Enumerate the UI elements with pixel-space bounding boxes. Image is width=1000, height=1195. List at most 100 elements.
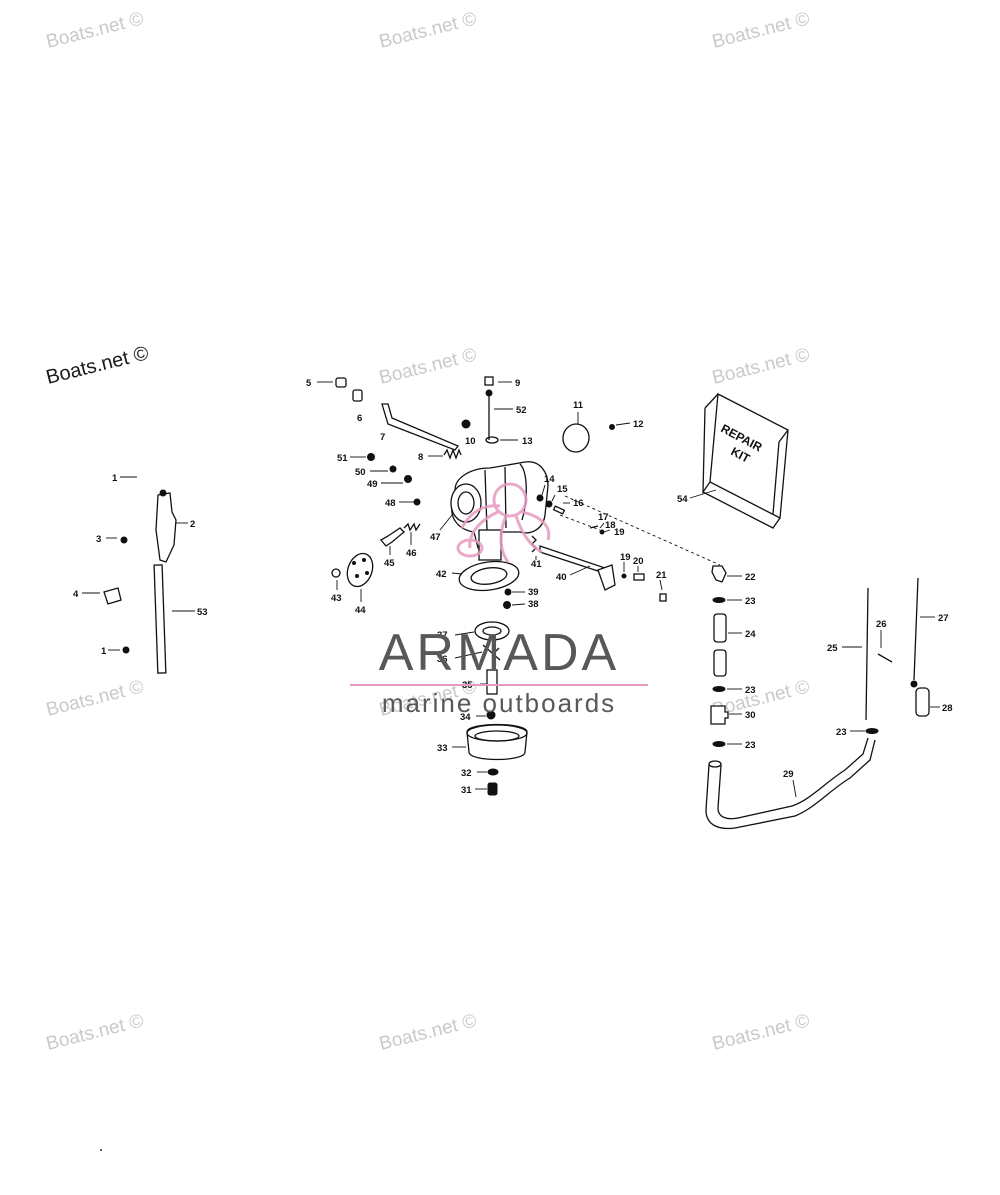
carburetor-inlet-inner	[457, 491, 475, 515]
part-label: 48	[385, 498, 396, 509]
part-label: 54	[677, 494, 688, 505]
part-17-pin	[589, 525, 599, 529]
part-label: 9	[515, 378, 520, 389]
part-label: 27	[938, 613, 949, 624]
part-label: 25	[827, 643, 838, 654]
part-10-screw	[461, 419, 471, 429]
part-9-cap	[484, 376, 494, 386]
part-label: 40	[556, 572, 567, 583]
part-label: 45	[384, 558, 395, 569]
watermark: Boats.net ©	[377, 1010, 479, 1054]
brand-name: ARMADA	[379, 624, 619, 682]
part-label: 19	[614, 527, 625, 538]
part-29-fuel-hose	[705, 739, 876, 830]
part-label: 14	[544, 474, 555, 485]
brand-tagline: marine outboards	[382, 688, 616, 718]
fuel-line-assembly	[705, 565, 940, 830]
part-24-hose	[713, 649, 727, 677]
part-53-link-rod	[153, 564, 167, 674]
part-label: 22	[745, 572, 756, 583]
part-label: 23	[745, 740, 756, 751]
part-42-gasket-inner	[470, 567, 508, 585]
part-label: 16	[573, 498, 584, 509]
part-22-elbow	[711, 565, 727, 583]
part-29-fuel-hose	[717, 737, 869, 820]
part-label: 13	[522, 436, 533, 447]
part-label: 12	[633, 419, 644, 430]
part-50-washer	[389, 465, 397, 473]
part-label: 26	[876, 619, 887, 630]
watermark: Boats.net ©	[377, 8, 479, 52]
part-label: 1	[112, 473, 118, 484]
part-label: 29	[783, 769, 794, 780]
brand-logo: ARMADA marine outboards	[350, 482, 648, 718]
part-label: 47	[430, 532, 441, 543]
carburetor-inlet	[450, 483, 482, 523]
part-27-rod	[913, 577, 919, 681]
part-14-screw	[536, 494, 544, 502]
part-13-o-ring	[485, 436, 499, 444]
part-label: 41	[531, 559, 542, 570]
part-label: 31	[461, 785, 472, 796]
part-label: 43	[331, 593, 342, 604]
part-label: 39	[528, 587, 539, 598]
part-label: 37	[437, 630, 448, 641]
part-34-gasket	[486, 710, 496, 720]
part-label: 11	[573, 400, 584, 411]
part-label: 33	[437, 743, 448, 754]
part-label: 30	[745, 710, 756, 721]
part-label: 34	[460, 712, 471, 723]
part-37-float	[474, 621, 510, 641]
part-12-screw	[609, 424, 615, 430]
watermark: Boats.net ©	[377, 344, 479, 388]
part-28-filter	[915, 687, 930, 717]
part-32-washer	[487, 768, 499, 776]
octopus-logo-icon	[456, 482, 551, 563]
part-40-lever	[597, 564, 616, 591]
part-20-spring	[633, 573, 645, 581]
part-label: 46	[406, 548, 417, 559]
part-24-hose	[713, 613, 727, 643]
stray-dot	[100, 1149, 102, 1151]
part-label: 18	[605, 520, 616, 531]
part-label: 2	[190, 519, 195, 530]
part-49-spring	[404, 475, 412, 483]
part-11-cover	[562, 423, 590, 453]
carburetor-assembly	[317, 376, 721, 796]
part-label: 8	[418, 452, 423, 463]
part-48-screw	[413, 498, 421, 506]
part-4-clip	[103, 587, 122, 605]
part-label: 23	[836, 727, 847, 738]
watermark: Boats.net ©	[44, 342, 151, 389]
linkage-assembly	[82, 476, 195, 674]
part-45-screw	[380, 527, 405, 547]
part-46-spring	[403, 522, 421, 532]
part-23-clamp	[865, 728, 879, 734]
part-39-washer	[504, 588, 512, 596]
part-label: 42	[436, 569, 447, 580]
part-40-choke-shaft	[539, 545, 606, 574]
part-3-nut	[120, 536, 128, 544]
part-label: 53	[197, 607, 208, 618]
part-23-clamp	[712, 741, 726, 747]
part-label: 23	[745, 596, 756, 607]
part-label: 7	[380, 432, 385, 443]
watermark: Boats.net ©	[44, 1010, 146, 1054]
part-36-float-pin	[482, 644, 501, 661]
watermark: Boats.net ©	[710, 344, 812, 388]
part-label: 28	[942, 703, 953, 714]
part-label: 36	[437, 654, 448, 665]
part-38-screw	[503, 601, 511, 609]
part-label: 17	[598, 512, 609, 523]
part-label: 44	[355, 605, 366, 616]
watermark: Boats.net ©	[710, 8, 812, 52]
part-label: 49	[367, 479, 378, 490]
part-6-bushing	[352, 389, 363, 402]
part-44-plate	[346, 552, 374, 588]
part-label: 20	[633, 556, 644, 567]
part-label: 10	[465, 436, 476, 447]
part-26-pin	[877, 653, 893, 663]
part-label: 23	[745, 685, 756, 696]
part-42-gasket	[458, 560, 520, 592]
part-label: 51	[337, 453, 348, 464]
